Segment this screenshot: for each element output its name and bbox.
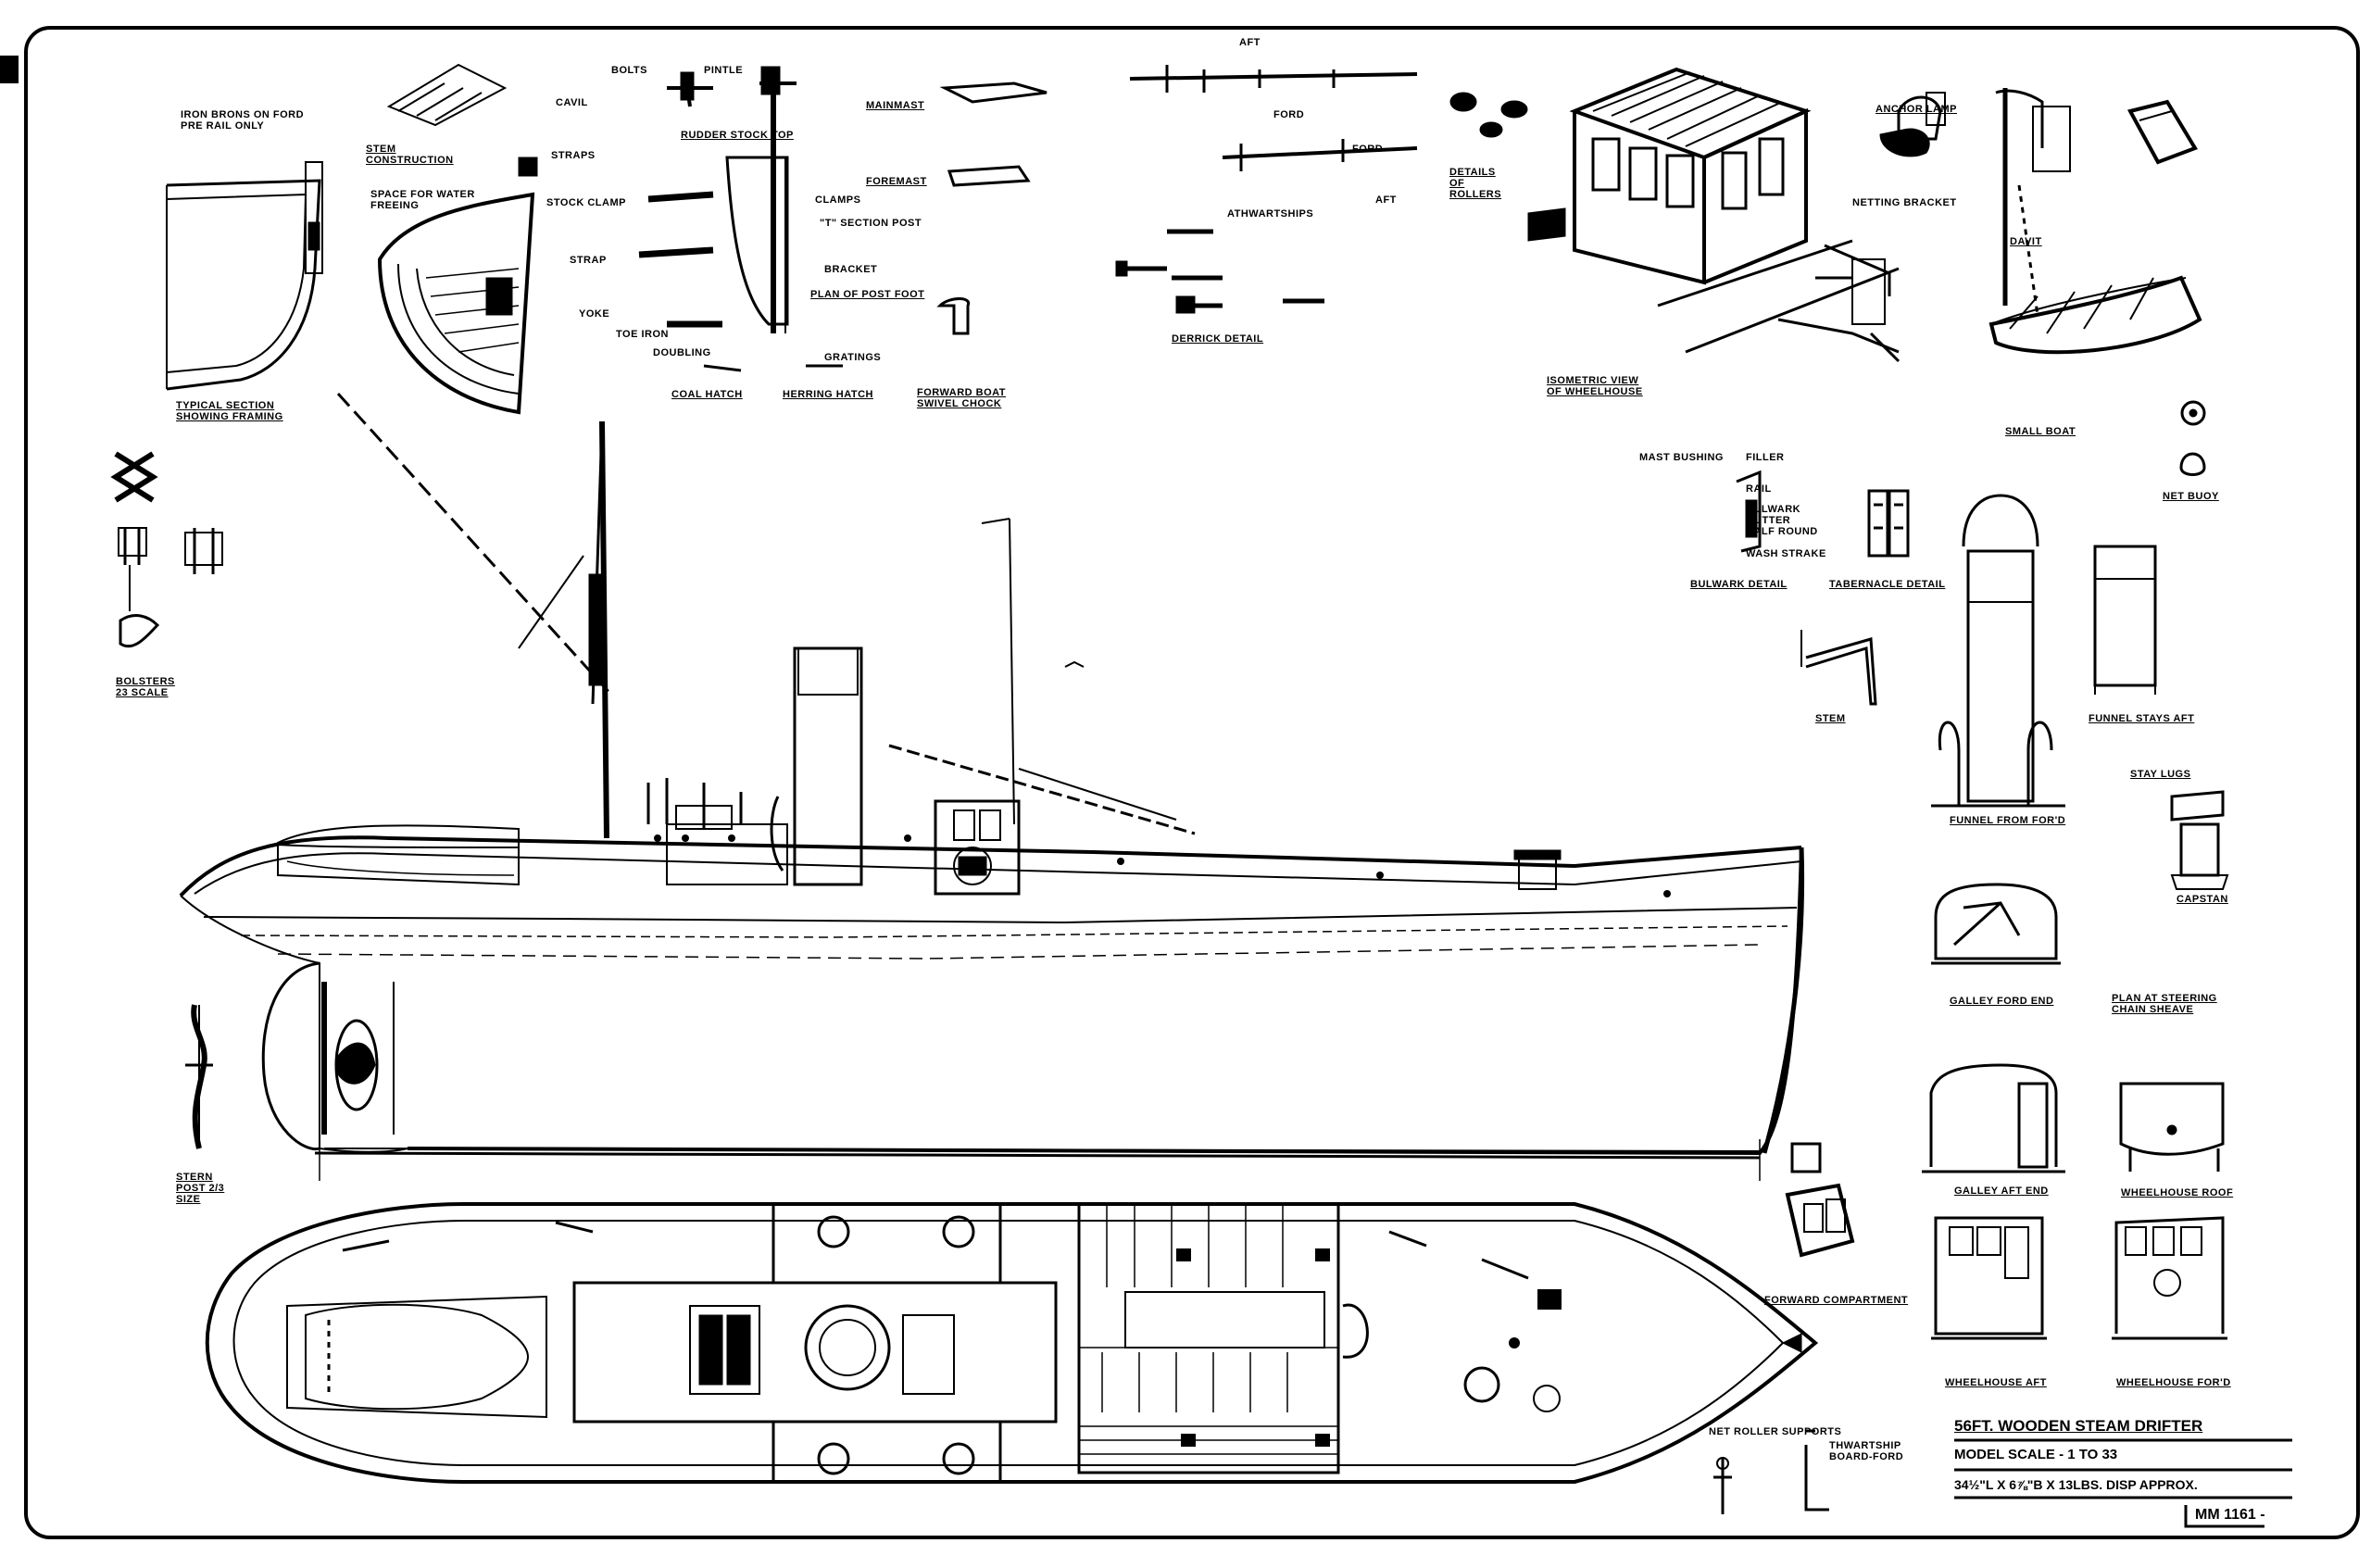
label-clamps: CLAMPS [815,194,861,206]
label-tabernacle-detail: TABERNACLE DETAIL [1829,579,1946,590]
label-funnel-from-ford: FUNNEL FROM FOR'D [1950,815,2066,826]
label-funnel-stays-aft: FUNNEL STAYS AFT [2089,713,2195,724]
label-aft2: AFT [1375,194,1397,206]
label-cavil: CAVIL [556,97,588,108]
label-bulwark: BULWARK [1746,504,1801,515]
capstan-drawing [2170,790,2229,890]
sheet-border [24,26,2360,1539]
profile-view [179,392,1805,1181]
label-davit: DAVIT [2010,236,2042,247]
label-doubling: DOUBLING [653,347,711,358]
deck-plan-view [205,1202,1819,1484]
label-capstan: CAPSTAN [2177,894,2228,905]
anchor-lamp-drawing [1879,92,1946,157]
net-buoy-drawing [2179,400,2206,476]
label-net-roller-supports: NET ROLLER SUPPORTS [1709,1426,1842,1437]
label-space-for-water: SPACE FOR WATER FREEING [370,189,475,211]
label-rudder-stock-top-sub1: BOLTS [611,65,647,76]
label-strap: STRAP [570,255,607,266]
label-bracket: BRACKET [824,264,878,275]
label-wheelhouse-roof: WHEELHOUSE ROOF [2121,1187,2234,1198]
label-stern-post: STERN POST 2/3 SIZE [176,1172,225,1205]
label-plan-at-steering-chain: PLAN AT STEERING CHAIN SHEAVE [2112,993,2217,1015]
label-mainmast: MAINMAST [866,100,925,111]
label-t-section-post: "T" SECTION POST [820,218,922,229]
tabernacle-detail-drawing [1867,489,1910,558]
label-coal-hatch: COAL HATCH [671,389,743,400]
label-forward-boat-swivel-chock: FORWARD BOAT SWIVEL CHOCK [917,387,1007,409]
label-bulwark-detail: BULWARK DETAIL [1690,579,1788,590]
label-netting-bracket: NETTING BRACKET [1852,197,1957,208]
galley-aft-end-drawing [1922,1063,2065,1173]
label-ford2: FORD [1352,144,1384,155]
label-herring-hatch: HERRING HATCH [783,389,873,400]
plan-scale: MODEL SCALE - 1 to 33 [1954,1447,2118,1462]
label-bolsters: BOLSTERS 23 SCALE [116,676,175,698]
label-wheelhouse-ford: WHEELHOUSE FOR'D [2116,1377,2231,1388]
label-foremast: FOREMAST [866,176,927,187]
label-net-buoy: NET BUOY [2163,491,2219,502]
label-gutter: GUTTER [1746,515,1791,526]
funnel-from-ford-drawing [1931,494,2065,808]
label-iron-note: IRON BRONS ON FORD PRE RAIL ONLY [181,109,305,132]
label-rudder-stock-top: RUDDER STOCK TOP [681,130,794,141]
label-gratings: GRATINGS [824,352,882,363]
stem-detail-drawing [1800,630,1877,706]
label-plan-of-post-foot: PLAN OF POST FOOT [810,289,925,300]
label-rail: RAIL [1746,483,1772,495]
funnel-stays-aft-drawing [2093,545,2157,695]
typical-section-drawing [166,161,323,391]
davit-bracket-drawing [2127,99,2198,165]
label-stem: STEM [1815,713,1846,724]
label-mast-bushing: MAST BUSHING [1639,452,1724,463]
net-roller-supports-drawing [1713,1429,1829,1514]
spars-detail-drawing [939,65,1418,314]
stern-post-drawing [185,1004,213,1149]
label-galley-aft-end: GALLEY AFT END [1954,1185,2049,1197]
label-galley-ford-end: GALLEY FORD END [1950,996,2054,1007]
galley-ford-end-drawing [1931,883,2061,965]
label-aft-top: AFT [1239,37,1261,48]
label-wheelhouse-aft: WHEELHOUSE AFT [1945,1377,2047,1388]
label-half-round: HALF ROUND [1746,526,1818,537]
label-thwartship-board: THWARTSHIP BOARD-FORD [1829,1440,1904,1462]
label-details-of-rollers: DETAILS OF ROLLERS [1449,167,1502,200]
label-small-boat: SMALL BOAT [2005,426,2076,437]
wheelhouse-aft-drawing [1931,1216,2047,1340]
label-stem-construction: STEM CONSTRUCTION [366,144,454,166]
label-stock-clamp: STOCK CLAMP [546,197,626,208]
label-typical-section: TYPICAL SECTION SHOWING FRAMING [176,400,283,422]
stern-construction-drawing [377,63,538,415]
forward-compartment-drawing [1785,1142,1855,1258]
isometric-wheelhouse-drawing [1527,67,1901,363]
label-toe-iron: TOE IRON [616,329,669,340]
label-rudder-stock-top-sub2: PINTLE [704,65,744,76]
label-derrick-detail: DERRICK DETAIL [1172,333,1264,345]
plan-dimensions: 34½"L x 6⅞"B x 13lbs. Disp Approx. [1954,1477,2198,1492]
label-stay-lugs: STAY LUGS [2130,769,2191,780]
label-athwartships: ATHWARTSHIPS [1227,208,1314,220]
label-ford-top: FORD [1273,109,1305,120]
label-straps: STRAPS [551,150,596,161]
label-isometric-view: ISOMETRIC VIEW OF WHEELHOUSE [1547,375,1643,397]
wheelhouse-roof-drawing [2119,1082,2225,1172]
davit-drawing [1995,88,2071,316]
label-wash-strake: WASH STRAKE [1746,548,1826,559]
bulwark-detail-drawing [1736,470,1762,553]
bolsters-drawing [110,451,223,647]
rudder-post-drawing [638,66,971,372]
title-block-frame [1954,1438,2292,1528]
label-forward-compartment: FORWARD COMPARTMENT [1764,1295,1909,1306]
label-anchor-lamp: ANCHOR LAMP [1875,104,1957,115]
rollers-drawing [1449,92,1528,138]
plan-title: 56ft. WOODEN STEAM DRIFTER [1954,1417,2203,1435]
wheelhouse-ford-drawing [2112,1216,2227,1340]
label-filler: FILLER [1746,452,1785,463]
small-boat-drawing [1988,275,2202,355]
label-yoke: YOKE [579,308,610,320]
plan-number: MM 1161 - [2195,1507,2265,1523]
